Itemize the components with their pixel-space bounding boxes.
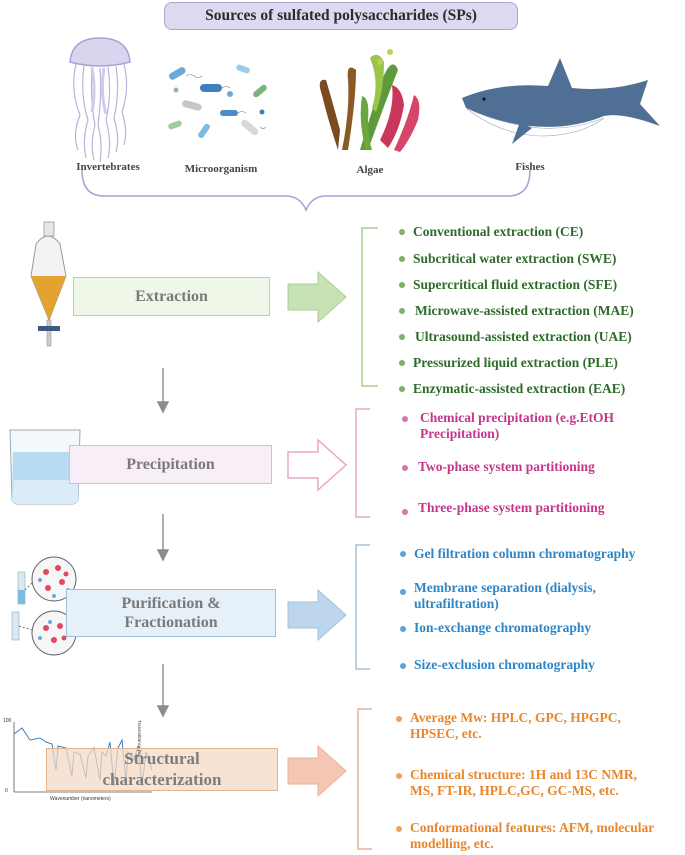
structural-method-0-line1: Average Mw: HPLC, GPC, HPGPC, xyxy=(410,710,621,725)
separatory-funnel-icon xyxy=(30,221,67,347)
diagram-title: Sources of sulfated polysaccharides (SPs… xyxy=(164,2,518,30)
structural-method-0: Average Mw: HPLC, GPC, HPGPC, HPSEC, etc… xyxy=(410,710,621,742)
bullet-dot xyxy=(400,551,406,557)
bullet-dot xyxy=(399,334,405,340)
bullet-dot xyxy=(400,626,406,632)
source-label-fishes: Fishes xyxy=(515,161,545,173)
beaker-icon xyxy=(9,429,81,505)
stage-structural-label-line1: Structural xyxy=(124,749,200,769)
purification-method-3: Size-exclusion chromatography xyxy=(414,657,595,672)
stage-purification-label-line1: Purification & xyxy=(121,594,221,612)
precipitation-bracket xyxy=(355,408,370,518)
purification-bracket xyxy=(355,544,370,670)
bullet-dot xyxy=(399,256,405,262)
spectrum-ytick-100: 100 xyxy=(3,718,12,724)
purification-arrow-icon xyxy=(287,588,347,642)
bullet-dot xyxy=(399,229,405,235)
shark-icon xyxy=(462,58,660,144)
extraction-method-6: Enzymatic-assisted extraction (EAE) xyxy=(413,381,626,396)
extraction-bracket xyxy=(361,227,378,387)
bullet-dot xyxy=(399,282,405,288)
structural-bracket xyxy=(357,708,372,850)
bullet-dot xyxy=(396,773,402,779)
stage-extraction: Extraction xyxy=(73,277,270,316)
flow-arrows xyxy=(156,368,170,718)
jellyfish-icon xyxy=(69,37,131,163)
extraction-method-1: Subcritical water extraction (SWE) xyxy=(413,251,617,266)
extraction-method-4: Ultrasound-assisted extraction (UAE) xyxy=(415,329,632,344)
structural-method-2-line2: modelling, etc. xyxy=(410,836,494,851)
purification-method-2: Ion-exchange chromatography xyxy=(414,620,592,635)
source-label-invertebrates: Invertebrates xyxy=(76,161,140,173)
source-label-microorganism: Microorganism xyxy=(184,163,258,175)
extraction-method-2: Supercritical fluid extraction (SFE) xyxy=(413,277,618,292)
bullet-dot xyxy=(402,416,408,422)
purification-tubes-icon xyxy=(11,556,77,656)
structural-method-0-line2: HPSEC, etc. xyxy=(410,726,482,741)
structural-method-1-line1: Chemical structure: 1H and 13C NMR, xyxy=(410,767,637,782)
purification-method-1-line1: Membrane separation (dialysis, xyxy=(414,580,596,595)
purification-method-1-line2: ultrafiltration) xyxy=(414,596,499,611)
extraction-method-0: Conventional extraction (CE) xyxy=(413,224,584,239)
bullet-dot xyxy=(402,465,408,471)
sources-brace xyxy=(81,169,531,213)
bullet-dot xyxy=(396,716,402,722)
precipitation-arrow-icon xyxy=(287,438,348,492)
stage-precipitation: Precipitation xyxy=(69,445,272,484)
spectrum-ylabel: Transmittance [%] xyxy=(137,720,142,757)
precipitation-method-0-line1: Chemical precipitation (e.g.EtOH xyxy=(420,410,614,425)
bullet-dot xyxy=(402,509,408,515)
bullet-dot xyxy=(399,308,405,314)
structural-method-1-line2: MS, FT-IR, HPLC,GC, GC-MS, etc. xyxy=(410,783,619,798)
structural-method-1: Chemical structure: 1H and 13C NMR, MS, … xyxy=(410,767,637,799)
stage-precipitation-label: Precipitation xyxy=(126,455,215,473)
stage-purification-label-line2: Fractionation xyxy=(124,614,218,631)
structural-method-2: Conformational features: AFM, molecular … xyxy=(410,820,654,852)
stage-purification: Purification & Fractionation xyxy=(66,589,276,637)
purification-method-0: Gel filtration column chromatography xyxy=(414,546,636,561)
precipitation-method-0-line2: Precipitation) xyxy=(420,426,500,441)
bullet-dot xyxy=(400,663,406,669)
extraction-arrow-icon xyxy=(287,270,347,324)
spectrum-ytick-0: 0 xyxy=(5,788,8,794)
bacteria-icon xyxy=(168,64,267,139)
stage-structural-label-line2: characterization xyxy=(102,769,222,789)
structural-method-2-line1: Conformational features: AFM, molecular xyxy=(410,820,655,835)
precipitation-method-2: Three-phase system partitioning xyxy=(418,500,605,515)
precipitation-method-0: Chemical precipitation (e.g.EtOH Precipi… xyxy=(420,410,614,442)
stage-extraction-label: Extraction xyxy=(135,287,208,305)
spectrum-xlabel: Wavenumber (nanometers) xyxy=(50,796,111,802)
seaweed-icon xyxy=(319,49,420,152)
source-label-algae: Algae xyxy=(356,164,384,176)
bullet-dot xyxy=(400,589,406,595)
bullet-dot xyxy=(396,826,402,832)
extraction-method-3: Microwave-assisted extraction (MAE) xyxy=(415,303,634,318)
purification-method-1: Membrane separation (dialysis, ultrafilt… xyxy=(414,580,596,612)
structural-arrow-icon xyxy=(287,744,347,798)
precipitation-method-1: Two-phase system partitioning xyxy=(418,459,595,474)
extraction-method-5: Pressurized liquid extraction (PLE) xyxy=(413,355,618,370)
bullet-dot xyxy=(399,386,405,392)
bullet-dot xyxy=(399,360,405,366)
